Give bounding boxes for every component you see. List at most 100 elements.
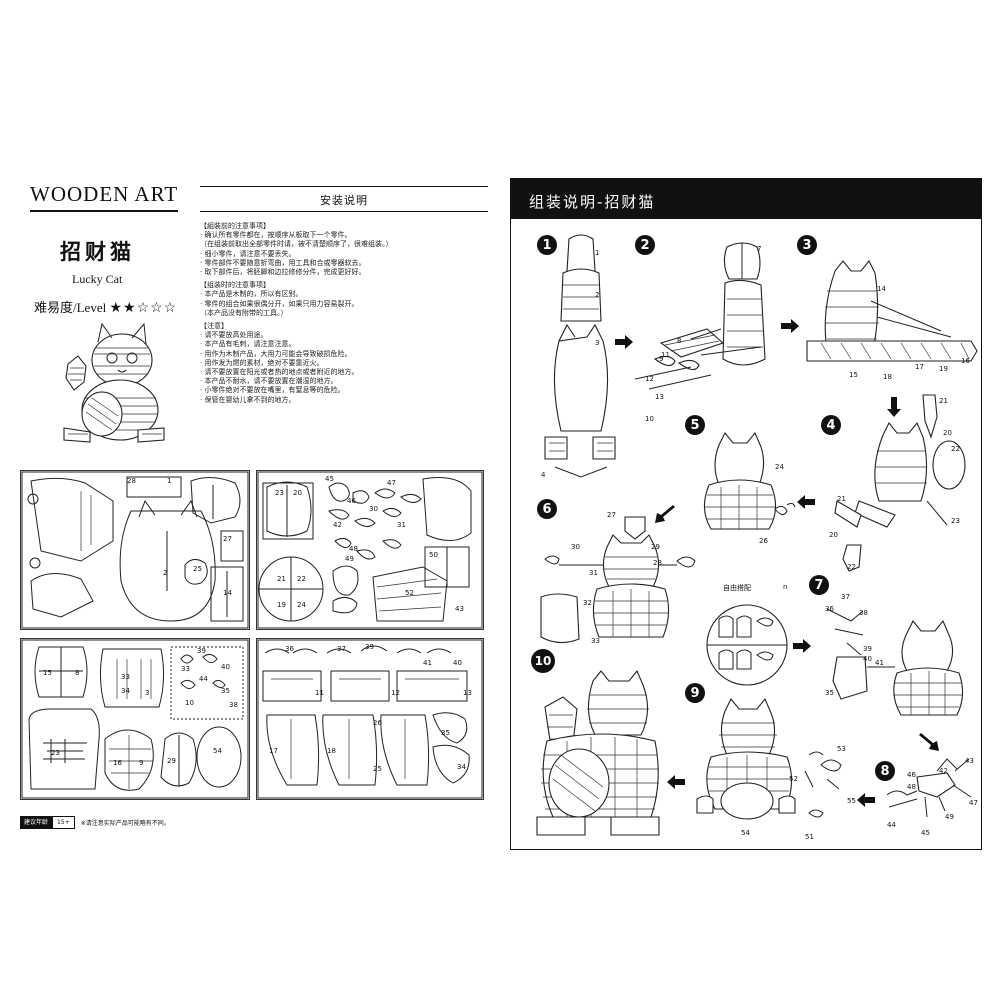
callout-label: 49 — [945, 813, 954, 821]
callout-label: 21 — [837, 495, 846, 503]
callout-label: 8 — [677, 337, 682, 345]
callout-label: 47 — [969, 799, 978, 807]
part-number: 12 — [391, 689, 400, 697]
step-1-diagram — [544, 234, 616, 478]
notes-line: · 零件的组合如果很偶分开，如果只用力容易裂开。 — [200, 299, 359, 308]
part-number: 9 — [139, 759, 143, 767]
part-number: 39 — [365, 643, 374, 651]
lucky-cat-illustration — [63, 322, 165, 443]
callout-label: 19 — [939, 365, 948, 373]
part-number: 41 — [423, 659, 432, 667]
step-6-diagram — [540, 516, 696, 644]
step-8-badge: 8 — [875, 761, 895, 781]
callout-label: 32 — [583, 599, 592, 607]
brand-underline — [30, 210, 178, 212]
part-number: 40 — [221, 663, 230, 671]
callout-label: 22 — [847, 563, 856, 571]
callout-label: 46 — [907, 771, 916, 779]
part-number: 49 — [345, 555, 354, 563]
callout-label: 52 — [789, 775, 798, 783]
callout-label: 3 — [595, 339, 600, 347]
arrow-down-left-icon — [655, 505, 675, 523]
arrow-left-icon — [857, 793, 875, 807]
difficulty-rating: 难易度/Level ★★☆☆☆ — [34, 297, 177, 317]
part-number: 30 — [369, 505, 378, 513]
part-number: 42 — [333, 521, 342, 529]
callout-label: 28 — [653, 559, 662, 567]
part-number: 40 — [453, 659, 462, 667]
part-number: 44 — [199, 675, 208, 683]
part-sheet-3: 15 8 33 34 3 33 39 40 44 10 23 35 38 16 … — [20, 638, 250, 800]
step-2-diagram — [634, 242, 766, 390]
assembly-notes-title: 安装说明 — [320, 194, 368, 207]
step-9-diagram — [696, 697, 842, 820]
part-number: 33 — [181, 665, 190, 673]
part-number: 38 — [229, 701, 238, 709]
callout-label: 36 — [825, 605, 834, 613]
notes-line: · 零件部件不要随意折弯曲，用工具和合或零器软去。 — [200, 258, 366, 267]
arrow-right-icon — [793, 639, 811, 653]
step-5-badge: 5 — [685, 415, 705, 435]
instructions-title: 组装说明-招财猫 — [529, 193, 656, 211]
part-number: 14 — [223, 589, 232, 597]
assembly-instructions-page: 组装说明-招财猫 1 2 3 4 5 6 7 8 9 10 1 2 3 4 7 … — [510, 178, 982, 850]
arrow-left-icon — [797, 495, 815, 509]
age-note: ※请注意实际产品可能略有不同。 — [80, 820, 170, 827]
part-number: 35 — [221, 687, 230, 695]
step-10-diagram — [536, 669, 660, 836]
brand-logo: WOODEN ART — [30, 182, 179, 206]
part-number: 37 — [337, 645, 346, 653]
callout-label: 2 — [595, 291, 600, 299]
notes-line: · 请不要放置在阳光或者热的地点或者附近的地方。 — [200, 368, 359, 377]
callout-label: 11 — [661, 351, 670, 359]
callout-label: 13 — [655, 393, 664, 401]
notes-line: · 确认所有零件都在，按顺序从板取下一个零件。 — [200, 231, 352, 240]
arrow-down-icon — [887, 397, 901, 417]
callout-label: 20 — [829, 531, 838, 539]
callout-label: 15 — [849, 371, 858, 379]
step-4-parts — [834, 500, 862, 572]
arrow-right-icon — [781, 319, 799, 333]
callout-label: 42 — [939, 767, 948, 775]
step-2-badge: 2 — [635, 235, 655, 255]
step-4-diagram — [854, 394, 966, 528]
step-3-diagram — [806, 259, 978, 362]
callout-label: 16 — [961, 357, 970, 365]
callout-label: 27 — [607, 511, 616, 519]
part-number: 25 — [193, 565, 202, 573]
arrow-down-right-icon — [919, 733, 939, 751]
notes-line: · 细小零件，请注意不要丢失。 — [200, 249, 296, 258]
notes-line: · 本产品有毛刺，请注意注意。 — [200, 340, 296, 349]
part-number: 34 — [457, 763, 466, 771]
part-number: 25 — [373, 765, 382, 773]
part-number: 47 — [387, 479, 396, 487]
callout-label: 10 — [645, 415, 654, 423]
notes-line: · 保管在婴幼儿拿不到的地方。 — [200, 395, 296, 404]
callout-label: 7 — [757, 245, 762, 253]
step-5-diagram — [703, 431, 796, 530]
part-number: 39 — [197, 647, 206, 655]
part-number: 45 — [325, 475, 334, 483]
part-number: 8 — [75, 669, 79, 677]
part-number: 43 — [455, 605, 464, 613]
step-9-badge: 9 — [685, 683, 705, 703]
callout-label: 33 — [591, 637, 600, 645]
callout-label: n — [783, 583, 788, 591]
callout-label: 12 — [645, 375, 654, 383]
part-number: 19 — [277, 601, 286, 609]
part-number: 34 — [121, 687, 130, 695]
callout-label: 24 — [775, 463, 784, 471]
step-3-badge: 3 — [797, 235, 817, 255]
callout-label: 4 — [541, 471, 546, 479]
callout-label: 20 — [943, 429, 952, 437]
notes-section-head: 【组装时的注意事项】 — [200, 281, 270, 290]
callout-label: 39 — [863, 645, 872, 653]
arrow-left-icon — [667, 775, 685, 789]
callout-label: 9 — [659, 355, 664, 363]
callout-label: 14 — [877, 285, 886, 293]
notes-line: （本产品没有附带的工具。） — [200, 308, 288, 317]
callout-label: 17 — [915, 363, 924, 371]
part-number: 26 — [373, 719, 382, 727]
difficulty-label: 难易度/Level — [34, 300, 107, 315]
part-number: 2 — [163, 569, 167, 577]
